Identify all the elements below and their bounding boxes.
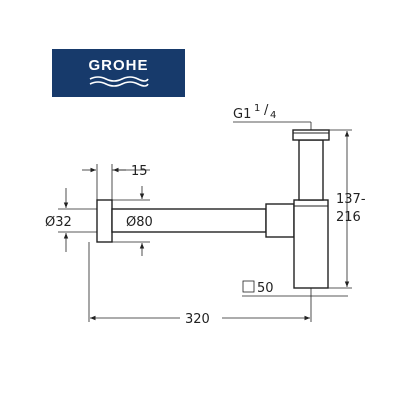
dimension-labels: G1 1 / 4 137- 216 15 Ø32 Ø80 50 320 [45,103,366,327]
square-size-label: 50 [257,281,274,296]
height-label-line1: 137- [336,192,366,207]
flange-depth-label: 15 [131,164,148,179]
thread-fraction-denominator: 4 [270,110,276,121]
length-label: 320 [185,312,210,327]
extension-lines [58,121,352,322]
height-label-line2: 216 [336,210,361,225]
top-flange [292,129,330,141]
thread-label: G1 [233,107,251,122]
square-symbol-icon [242,280,255,293]
logo-waves-icon [89,76,149,87]
wall-rosette [96,199,113,243]
rosette-diameter-label: Ø80 [126,215,153,230]
logo-text: GROHE [88,57,149,74]
grohe-logo: GROHE [52,49,185,97]
svg-text:/: / [264,103,269,118]
siphon-outline [96,129,330,289]
pipe-collar [265,203,295,238]
thread-fraction-numerator: 1 [254,103,260,114]
wall-pipe-diameter-label: Ø32 [45,215,72,230]
upper-neck [298,139,324,201]
bottle-body [293,199,329,289]
dimension-lines [63,131,350,321]
